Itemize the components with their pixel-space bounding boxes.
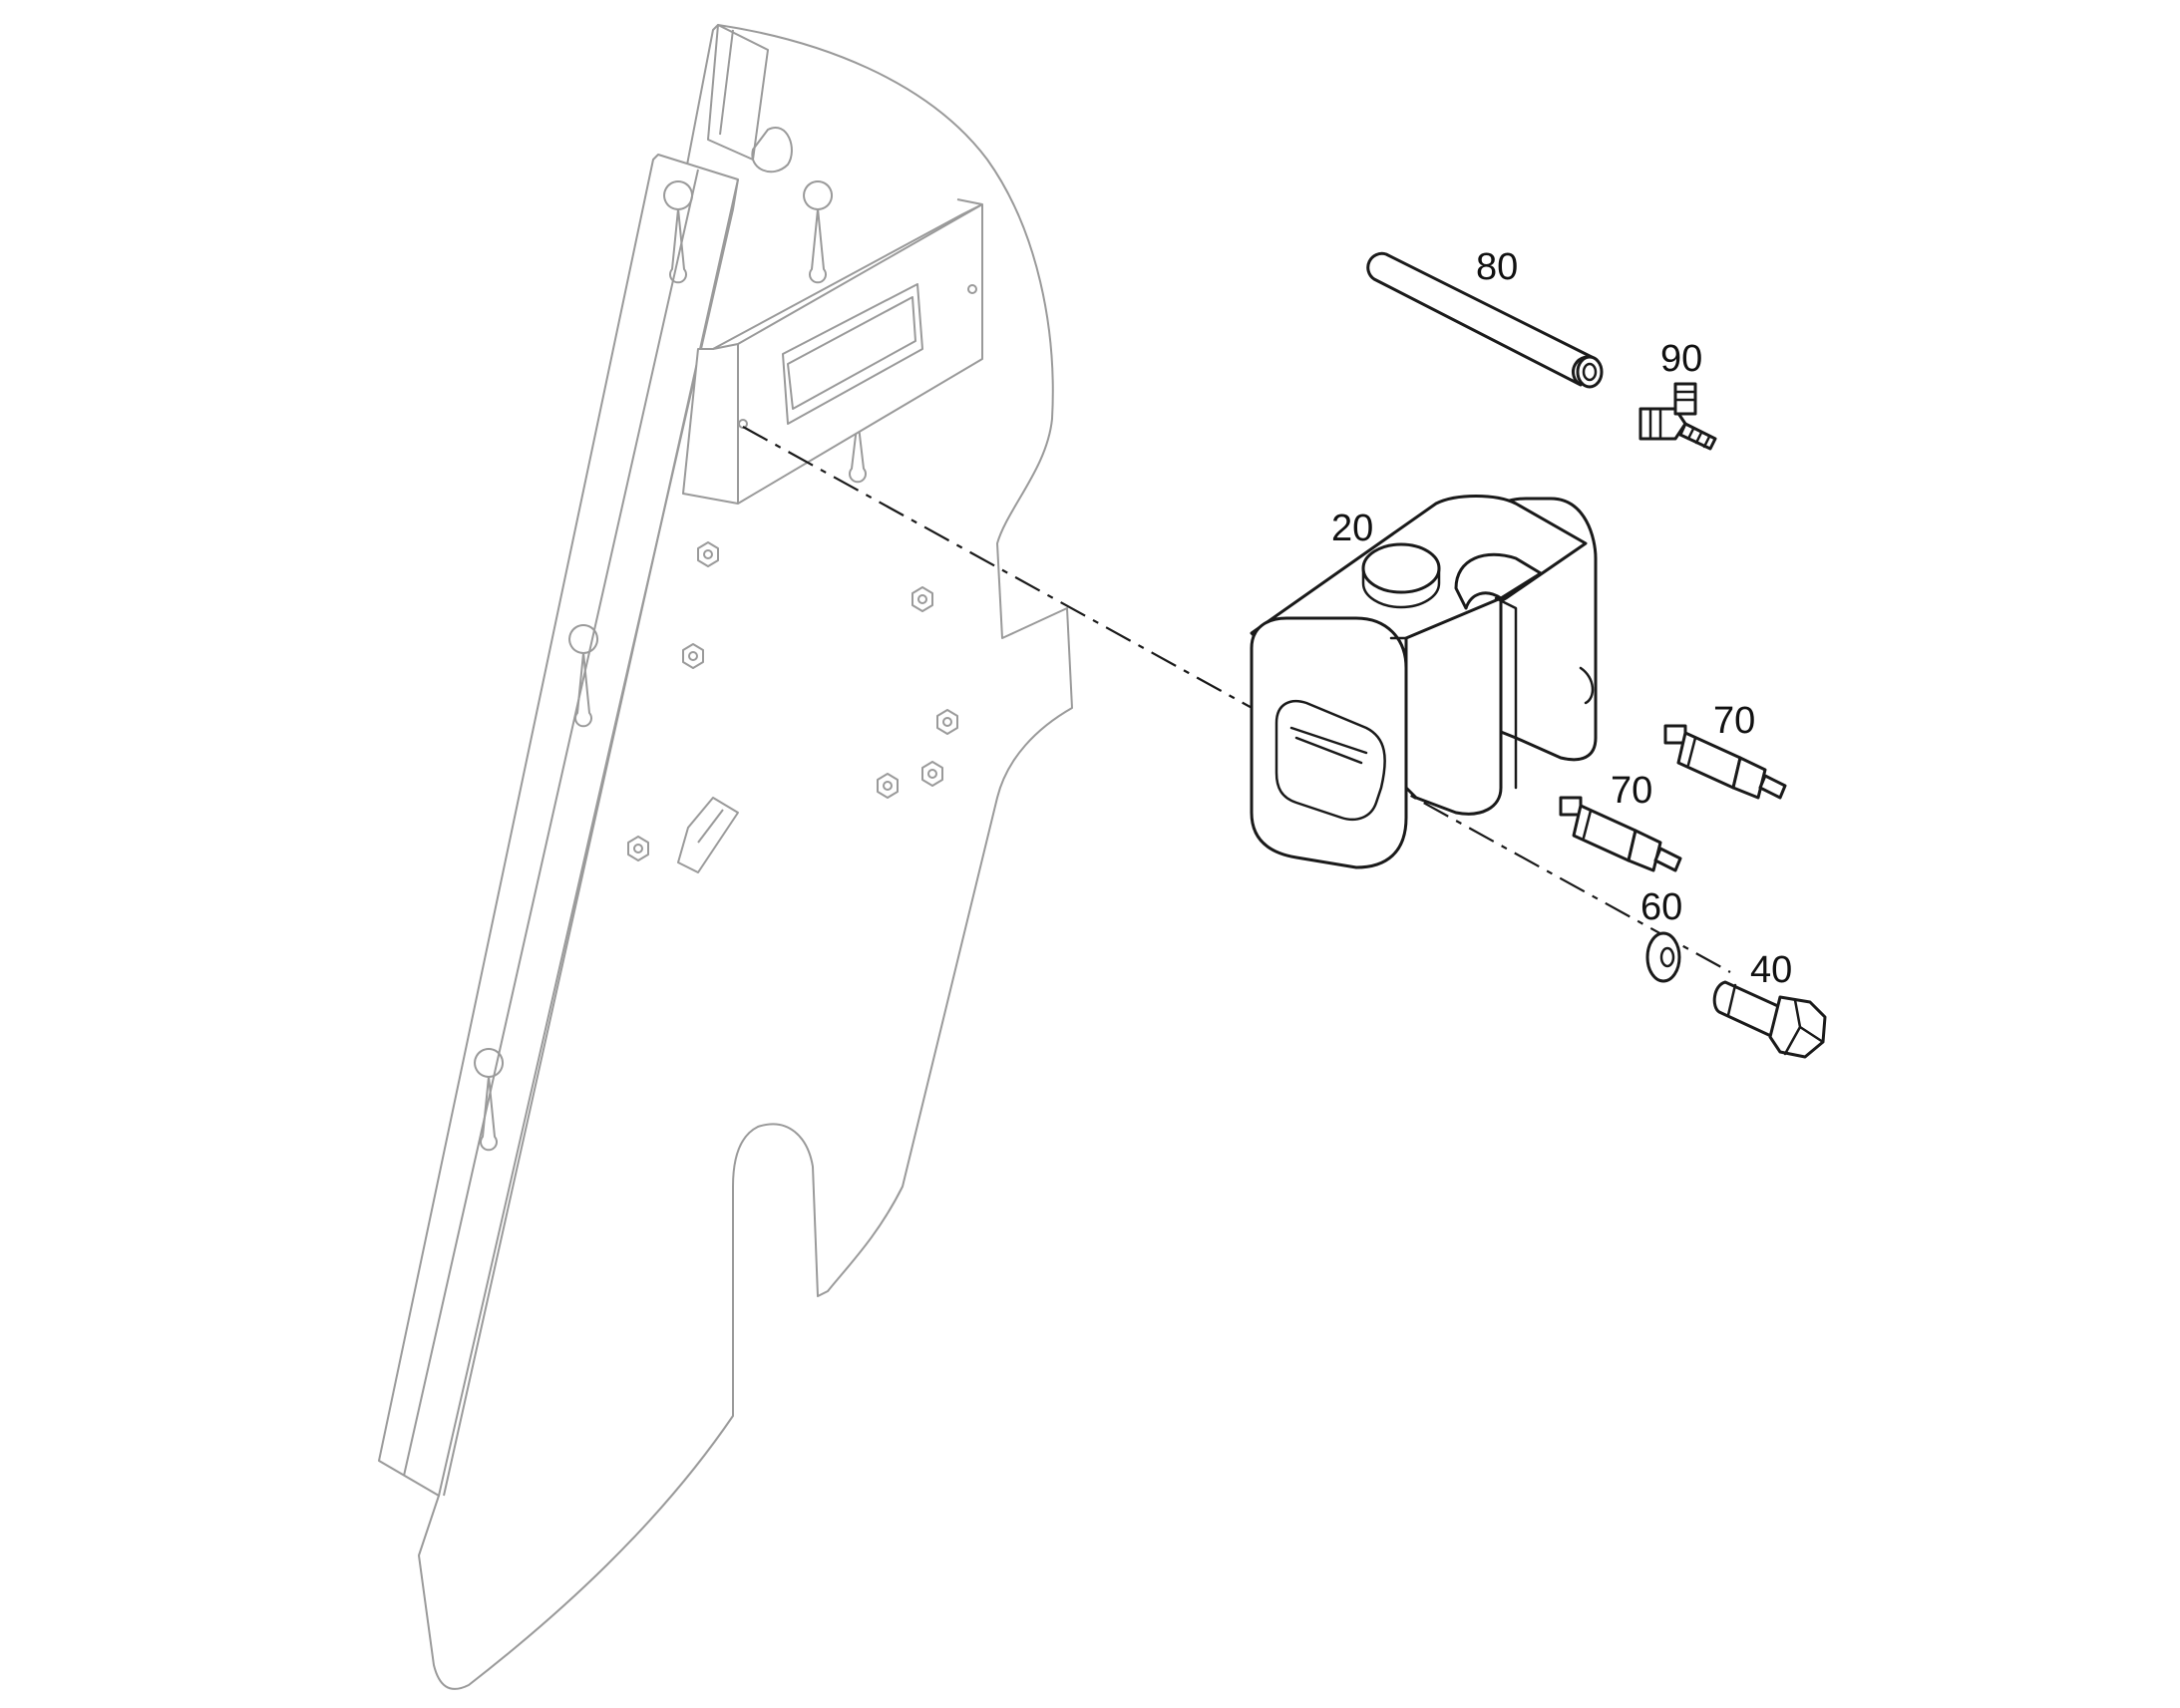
panel-clip <box>677 797 739 873</box>
callout-70-lower: 70 <box>1611 770 1652 812</box>
callout-20: 20 <box>1331 508 1373 549</box>
callout-60: 60 <box>1640 886 1682 928</box>
panel-plate <box>418 24 1073 1690</box>
callout-40: 40 <box>1750 949 1792 991</box>
y-connector-part-90 <box>1638 382 1717 451</box>
bolt-part-40 <box>1712 980 1827 1059</box>
callout-labels: 80 90 20 70 70 60 40 <box>1331 246 1792 991</box>
callout-70-upper: 70 <box>1713 700 1755 742</box>
tank-part-20 <box>1250 495 1598 869</box>
callout-80: 80 <box>1476 246 1518 288</box>
panel-nuts <box>627 541 958 861</box>
hose-part-80 <box>1366 251 1604 389</box>
valve-part-70-upper <box>1663 724 1787 800</box>
callout-90: 90 <box>1660 338 1702 380</box>
valve-part-70-lower <box>1559 796 1682 872</box>
upper-bracket <box>682 198 983 505</box>
washer-part-60 <box>1645 931 1681 983</box>
assembly-axis <box>742 426 1731 973</box>
mounting-panel <box>378 24 1073 1690</box>
